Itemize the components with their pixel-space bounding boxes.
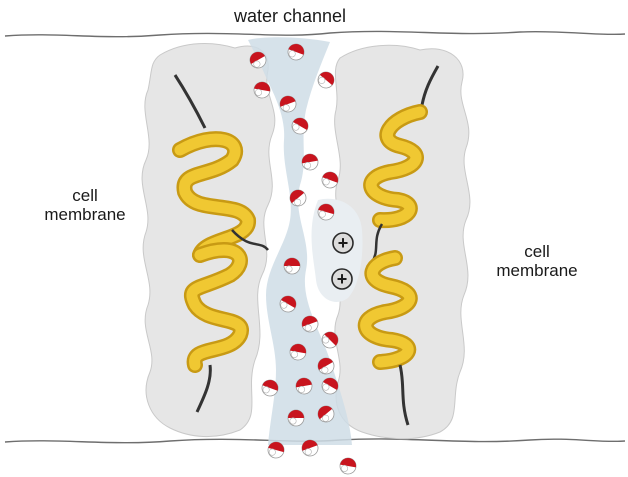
water-molecule-icon: [339, 457, 358, 476]
water-molecule-icon: [288, 410, 304, 426]
label-line: membrane: [462, 261, 612, 280]
label-line: cell: [462, 242, 612, 261]
membrane-top-line: [5, 31, 625, 36]
ion-icon: +: [333, 233, 353, 253]
ion-symbol: +: [337, 269, 348, 289]
ion-symbol: +: [338, 233, 349, 253]
diagram-title: water channel: [190, 7, 390, 26]
water-molecule-icon: [284, 258, 300, 274]
cell-membrane-label-left: cell membrane: [10, 186, 160, 224]
label-line: membrane: [10, 205, 160, 224]
ion-icon: +: [332, 269, 352, 289]
water-molecule-icon: [315, 69, 338, 92]
label-line: cell: [10, 186, 160, 205]
cell-membrane-label-right: cell membrane: [462, 242, 612, 280]
